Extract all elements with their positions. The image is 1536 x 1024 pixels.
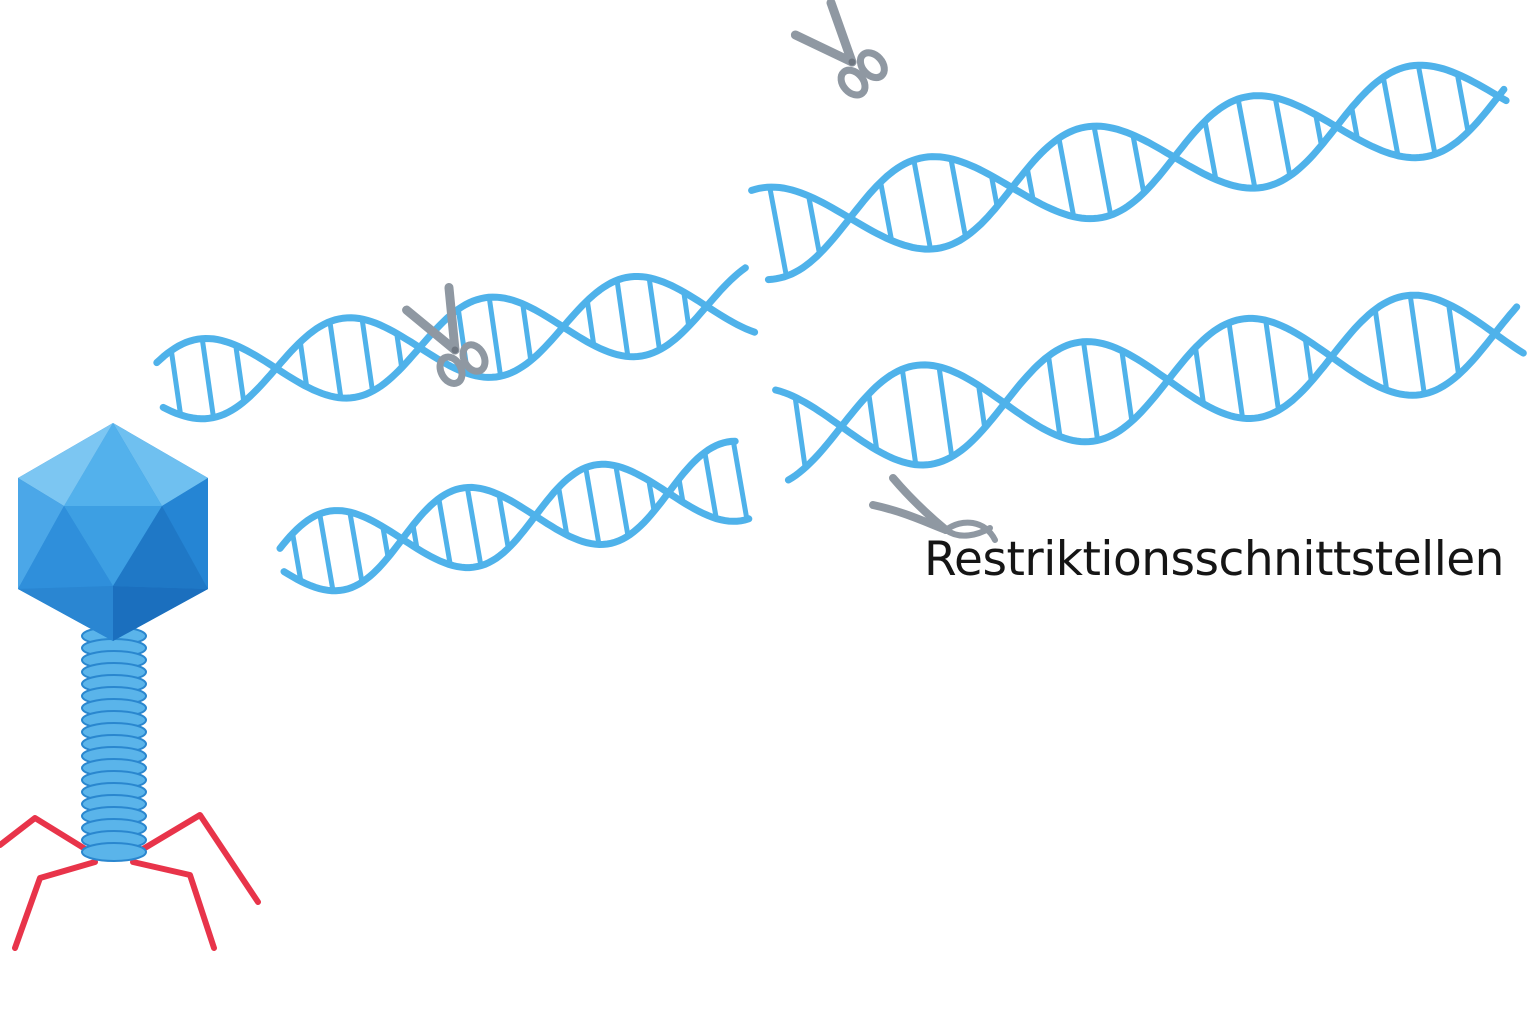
- dna-base-pair: [646, 478, 657, 514]
- dna-base-pair: [1454, 71, 1471, 135]
- phage-capsid: [18, 423, 208, 641]
- dna-helix-lower-right: [772, 291, 1527, 484]
- dna-base-pair: [1193, 345, 1206, 407]
- dna-base-pair: [948, 156, 968, 240]
- dna-base-pair: [730, 438, 750, 522]
- dna-base-pair: [613, 463, 631, 539]
- scissors-icon: [869, 474, 998, 543]
- dna-base-pair: [767, 184, 789, 279]
- dna-base-pair: [988, 173, 1000, 209]
- dna-base-pair: [976, 382, 988, 431]
- dna-base-pair: [199, 336, 216, 421]
- scissors-icon: [795, 3, 890, 101]
- dna-helix-lower-left: [276, 437, 753, 595]
- dna-base-pair: [327, 319, 344, 401]
- dna-base-pair: [614, 277, 631, 359]
- dna-base-pair: [1046, 353, 1063, 440]
- dna-base-pair: [911, 157, 933, 252]
- dna-base-pair: [520, 301, 534, 363]
- dna-base-pair: [584, 298, 597, 348]
- dna-base-pair: [233, 342, 247, 405]
- tail-fibers: [0, 812, 261, 951]
- dna-base-pair: [290, 531, 304, 584]
- dna-base-pair: [1372, 306, 1390, 393]
- dna-base-pair: [496, 492, 511, 551]
- dna-base-pair: [1263, 317, 1281, 413]
- dna-helices: [153, 61, 1527, 595]
- dna-base-pair: [1349, 105, 1360, 142]
- dna-base-pair: [1235, 96, 1258, 191]
- dna-base-pair: [1302, 336, 1314, 384]
- dna-base-pair: [681, 289, 692, 329]
- dna-base-pair: [1313, 112, 1324, 148]
- dna-base-pair: [1446, 301, 1462, 378]
- dna-strand: [772, 291, 1527, 469]
- dna-base-pair: [1091, 123, 1114, 218]
- dna-strand: [276, 460, 753, 572]
- dna-base-pair: [394, 330, 405, 371]
- dna-base-pair: [359, 316, 375, 394]
- dna-base-pair: [1415, 62, 1438, 157]
- dna-base-pair: [899, 366, 919, 468]
- restriction-sites-label: Restriktionsschnittstellen: [924, 532, 1504, 587]
- dna-base-pair: [1056, 135, 1077, 220]
- tail-segment: [81, 842, 147, 862]
- dna-base-pair: [806, 193, 822, 257]
- bacteriophage-icon: [0, 423, 261, 951]
- dna-base-pair: [410, 522, 420, 551]
- dna-base-pair: [380, 524, 391, 560]
- dna-base-pair: [1226, 320, 1246, 421]
- dna-base-pair: [1202, 118, 1219, 182]
- dna-base-pair: [1272, 95, 1293, 179]
- dna-base-pair: [1380, 74, 1401, 159]
- dna-base-pair: [866, 391, 880, 453]
- dna-base-pair: [1119, 348, 1135, 424]
- dna-base-pair: [464, 485, 484, 569]
- dna-base-pair: [792, 394, 808, 471]
- dna-base-pair: [1130, 132, 1147, 196]
- dna-strand: [280, 437, 739, 595]
- dna-base-pair: [676, 476, 686, 505]
- dna-base-pair: [486, 294, 504, 379]
- dna-base-pair: [1407, 292, 1427, 397]
- dna-base-pair: [878, 179, 895, 243]
- dna-base-pair: [936, 364, 955, 460]
- dna-base-pair: [646, 275, 662, 353]
- dna-base-pair: [1024, 166, 1036, 203]
- dna-base-pair: [317, 511, 336, 594]
- dna-base-pair: [583, 465, 602, 547]
- dna-base-pair: [168, 348, 184, 418]
- dna-base-pair: [1081, 339, 1101, 443]
- dna-base-pair: [556, 484, 570, 538]
- dna-strand: [784, 303, 1521, 484]
- dna-base-pair: [347, 509, 365, 585]
- dna-base-pair: [436, 496, 453, 568]
- phage-tail: [81, 626, 147, 862]
- dna-base-pair: [297, 339, 310, 390]
- dna-helix-upper-right: [748, 61, 1510, 284]
- dna-base-pair: [702, 449, 719, 522]
